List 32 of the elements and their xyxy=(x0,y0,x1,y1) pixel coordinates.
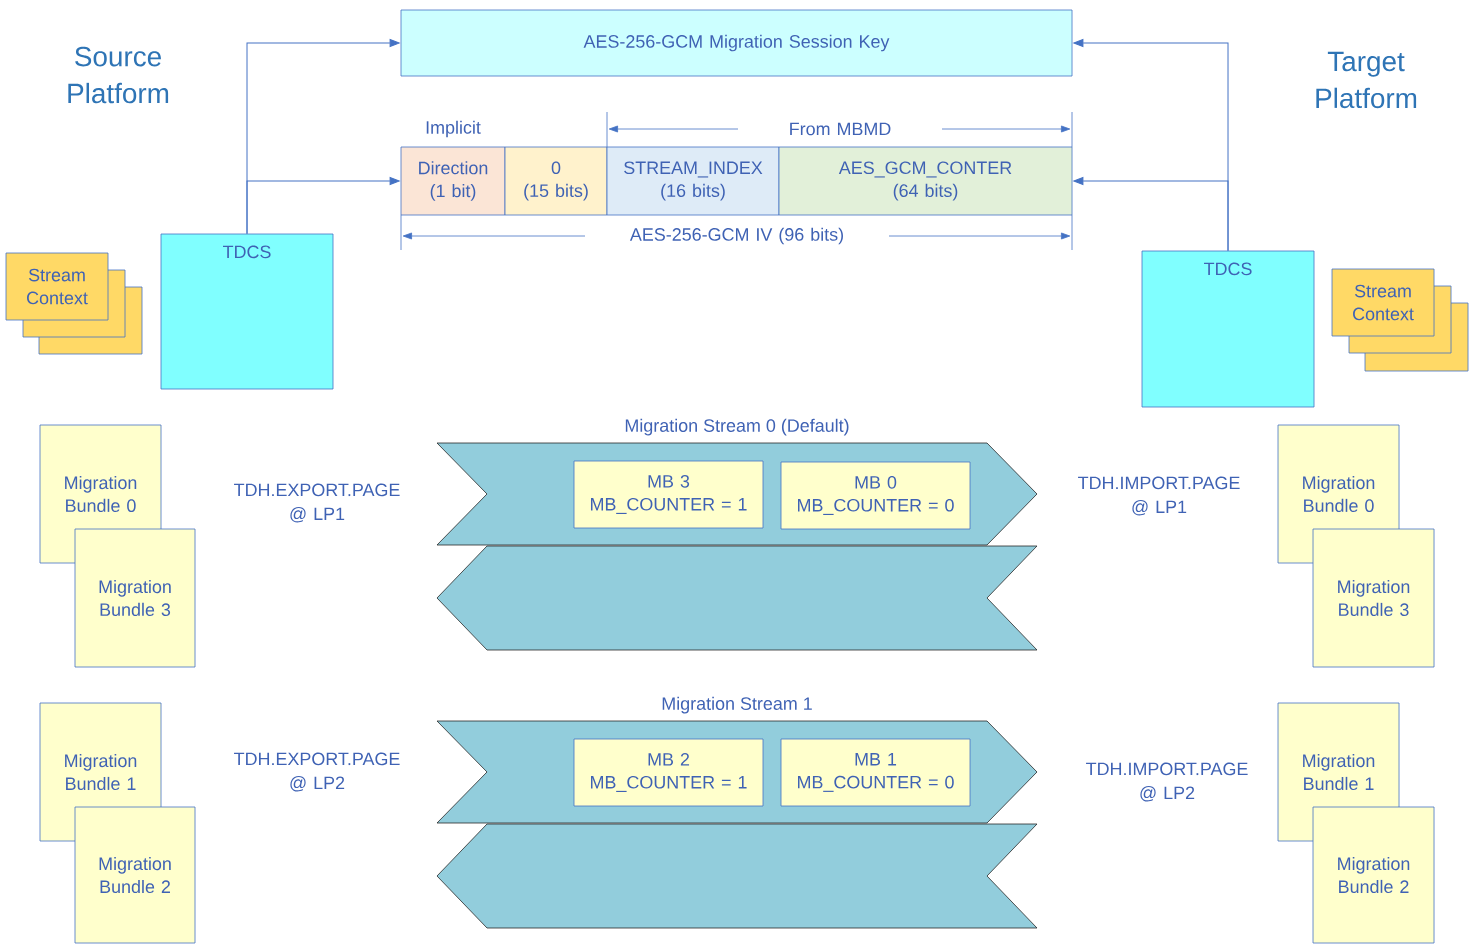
bundle-page: Migration Bundle 2 xyxy=(74,806,196,944)
field-cell: Direction (1 bit) xyxy=(400,146,506,216)
field-cell: STREAM_INDEX (16 bits) xyxy=(606,146,780,216)
mb-box: MB 3 MB_COUNTER = 1 xyxy=(573,460,764,529)
platform-title: Source Platform xyxy=(68,46,169,104)
bundle-page: Migration Bundle 2 xyxy=(1312,806,1435,944)
arrow xyxy=(1073,177,1229,252)
bundle-page: Migration Bundle 3 xyxy=(1312,528,1435,668)
dimension-label: AES-256-GCM IV (96 bits) xyxy=(585,225,889,247)
field-cell: 0 (15 bits) xyxy=(504,146,608,216)
stream-title: Migration Stream 1 xyxy=(662,696,812,714)
stream-title: Migration Stream 0 (Default) xyxy=(625,418,849,436)
stream-band xyxy=(436,823,1038,929)
api-call-label: TDH.IMPORT.PAGE @ LP1 xyxy=(1078,476,1240,516)
bundle-page: Migration Bundle 3 xyxy=(74,528,196,668)
api-call-label: TDH.IMPORT.PAGE @ LP2 xyxy=(1086,762,1248,802)
context-card: Stream Context xyxy=(1331,268,1435,337)
mb-box: MB 0 MB_COUNTER = 0 xyxy=(780,461,971,530)
tdcs-box: TDCS xyxy=(1141,250,1315,408)
field-cell: AES_GCM_CONTER (64 bits) xyxy=(778,146,1073,216)
mb-box: MB 2 MB_COUNTER = 1 xyxy=(573,738,764,807)
mb-box: MB 1 MB_COUNTER = 0 xyxy=(780,738,971,807)
tdcs-box: TDCS xyxy=(160,233,334,390)
stream-band xyxy=(436,545,1038,651)
api-call-label: TDH.EXPORT.PAGE @ LP2 xyxy=(234,752,400,792)
arrow xyxy=(246,177,400,235)
context-card: Stream Context xyxy=(5,252,109,321)
dimension-label: From MBMD xyxy=(738,120,942,138)
platform-title: Target Platform xyxy=(1316,51,1417,109)
api-call-label: TDH.EXPORT.PAGE @ LP1 xyxy=(234,483,400,523)
key-box: AES-256-GCM Migration Session Key xyxy=(400,9,1073,77)
field-group-label: Implicit xyxy=(426,120,481,138)
